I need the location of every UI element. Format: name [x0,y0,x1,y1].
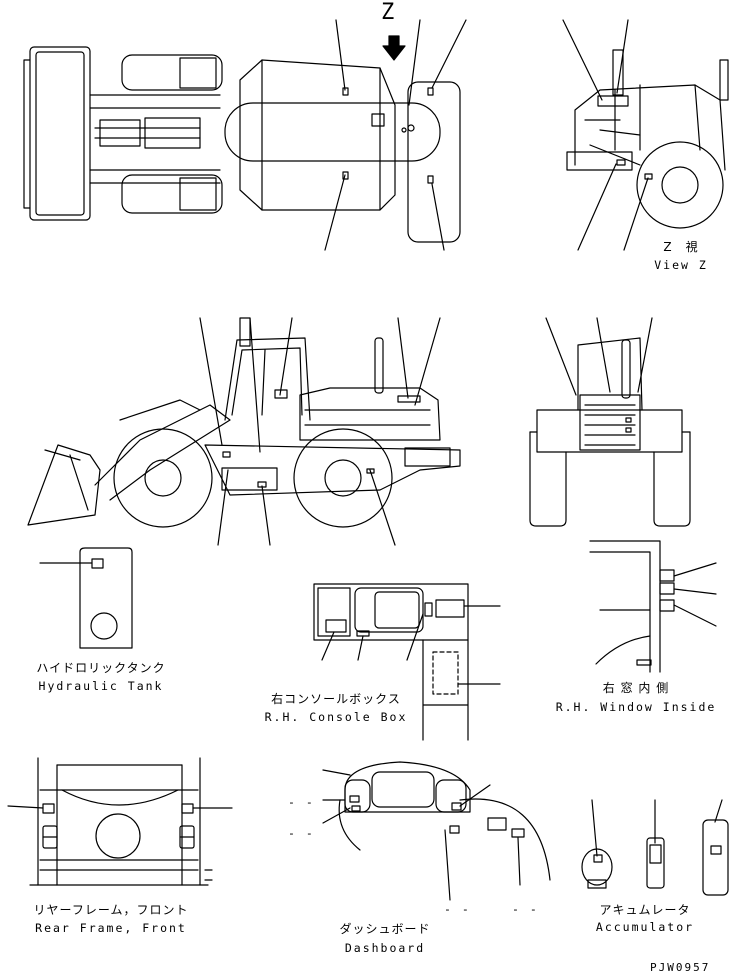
console-box-detail [314,584,500,740]
window-inside-label-jp: 右 窓 内 側 [602,681,670,695]
window-inside-detail [590,541,716,672]
console-box-label-en: R.H. Console Box [264,710,408,724]
window-inside-label-en: R.H. Window Inside [555,700,717,714]
dashboard-dash-2: - - [288,826,315,840]
hydraulic-tank-detail [40,548,132,648]
hydraulic-tank-label-en: Hydraulic Tank [38,679,164,693]
console-box-label-jp: 右コンソールボックス [271,692,401,706]
view-z-label-en: View Z [654,258,708,272]
dashboard-label-en: Dashboard [344,941,426,955]
accumulator-label-en: Accumulator [595,920,695,934]
accumulator-detail [582,800,728,895]
dashboard-detail [323,762,550,900]
view-z-marker: Z [381,0,395,25]
side-view-loader [28,318,460,545]
dashboard-dash-1: - - [288,795,315,809]
accumulator-label-jp: アキュムレータ [599,903,691,917]
view-z-drawing [563,20,728,250]
rear-frame-label-en: Rear Frame, Front [35,921,187,935]
dashboard-dash-4: - - [512,902,539,916]
dashboard-dash-3: - - [444,902,471,916]
rear-frame-detail [8,758,232,885]
rear-frame-label-jp: リヤーフレーム，フロント [33,903,189,917]
dashboard-label-jp: ダッシュボード [339,922,431,936]
hydraulic-tank-label-jp: ハイドロリックタンク [36,661,166,675]
drawing-number: PJW0957 [650,961,711,974]
top-view-loader [24,20,466,250]
rear-view-loader [530,318,690,526]
view-z-label-jp: Z 視 [663,240,699,254]
